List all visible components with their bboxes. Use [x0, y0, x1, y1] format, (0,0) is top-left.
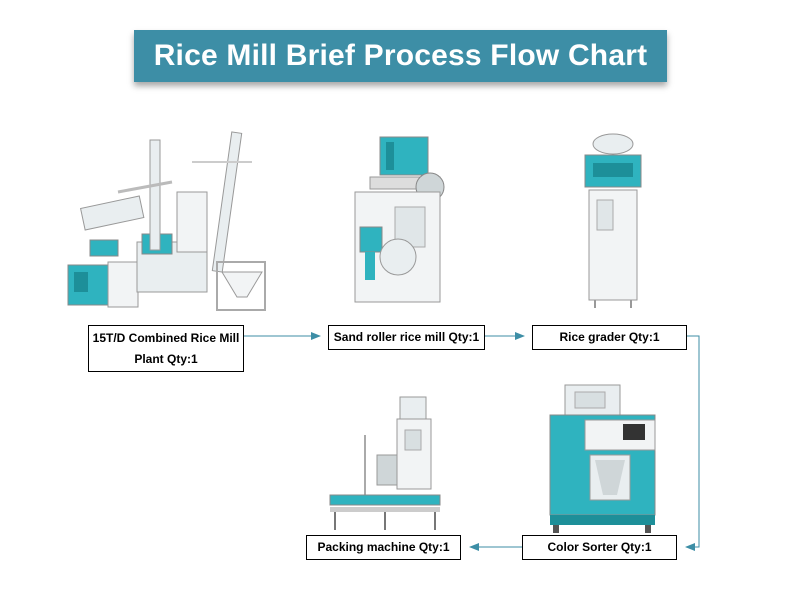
step-label-combined-rice-mill: 15T/D Combined Rice Mill Plant Qty:1: [88, 325, 244, 372]
step-label-packing-machine: Packing machine Qty:1: [306, 535, 461, 560]
step-label-line1: 15T/D Combined Rice Mill: [92, 330, 240, 345]
arrow-step3-to-step4: [685, 335, 700, 551]
title-banner: Rice Mill Brief Process Flow Chart: [134, 30, 667, 82]
rice-grader-image: [584, 133, 642, 308]
color-sorter-image: [549, 384, 656, 533]
step-label-rice-grader: Rice grader Qty:1: [532, 325, 687, 350]
step-label-line2: Plant Qty:1: [134, 351, 198, 366]
packing-machine-image: [329, 396, 441, 530]
step-label-color-sorter: Color Sorter Qty:1: [522, 535, 677, 560]
step-label-sand-roller-rice-mill: Sand roller rice mill Qty:1: [328, 325, 485, 350]
chart-title: Rice Mill Brief Process Flow Chart: [153, 39, 648, 72]
sand-roller-rice-mill-image: [354, 136, 445, 303]
combined-rice-mill-image: [67, 131, 266, 311]
